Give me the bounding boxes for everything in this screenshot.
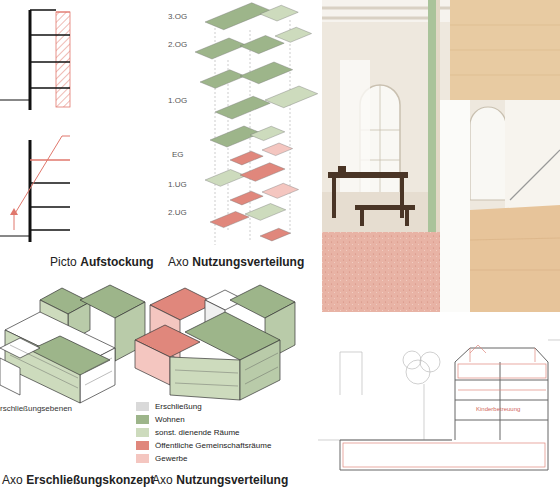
legend-swatch	[136, 402, 149, 411]
caption-text: Nutzungsverteilung	[176, 473, 288, 487]
legend-row: Gewerbe	[136, 454, 187, 463]
level-label: 3.OG	[168, 12, 187, 21]
caption: 3.OG	[168, 12, 187, 21]
level-label: 1.UG	[168, 180, 187, 189]
caption-text: Axo	[2, 473, 23, 487]
axo-nutzung	[135, 285, 295, 400]
caption-text: Erschließungskonzept	[26, 473, 154, 487]
floor-plate	[265, 86, 318, 108]
caption-text: Picto	[50, 255, 77, 269]
caption-text: Nutzungsverteilung	[192, 255, 304, 269]
caption-text: Aufstockung	[80, 255, 153, 269]
legend-row: Öffentliche Gemeinschaftsräume	[136, 441, 271, 450]
floor-plate	[250, 126, 285, 140]
floor-plate	[245, 204, 286, 221]
floor-plate	[200, 70, 245, 89]
caption: AxoNutzungsverteilung	[168, 256, 304, 270]
level-label: Kinderbetreuung	[476, 406, 520, 412]
caption: 1.OG	[168, 96, 187, 105]
floor-plate	[195, 38, 246, 59]
axo-floor-plates	[195, 3, 318, 245]
caption: AxoNutzungsverteilung	[152, 474, 288, 488]
legend-row: sonst. dienende Räume	[136, 428, 240, 437]
legend-text: Wohnen	[155, 415, 185, 424]
floor-plate	[262, 183, 299, 198]
caption: PictoAufstockung	[50, 256, 154, 270]
caption: 1.UG	[168, 180, 187, 189]
floor-plate	[260, 5, 298, 21]
legend-row: Erschließung	[136, 402, 202, 411]
floor-plate	[230, 151, 263, 165]
axis-line	[290, 20, 291, 236]
level-label: 2.UG	[168, 208, 187, 217]
caption-text: Axo	[168, 255, 189, 269]
level-label: 2.OG	[168, 40, 187, 49]
floor-plate	[260, 228, 291, 241]
floor-plate	[205, 3, 270, 30]
floor-plate	[262, 143, 293, 156]
floor-plate	[205, 170, 246, 187]
caption: EG	[172, 150, 184, 159]
floor-plate	[240, 163, 285, 182]
caption: rschließungsebenen	[0, 404, 72, 413]
legend-text: Öffentliche Gemeinschaftsräume	[155, 441, 271, 450]
legend-text: Erschließung	[155, 402, 202, 411]
caption: 2.UG	[168, 208, 187, 217]
level-label: 1.OG	[168, 96, 187, 105]
caption-text: Axo	[152, 473, 173, 487]
axo-erschliessung	[0, 285, 145, 403]
floor-plate	[210, 212, 249, 228]
floor-plate	[215, 96, 270, 119]
legend-swatch	[136, 441, 149, 450]
caption: AxoErschließungskonzept	[2, 474, 154, 488]
caption: Kinderbetreuung	[476, 406, 520, 413]
floor-plate	[240, 62, 293, 84]
legend-row: Wohnen	[136, 415, 185, 424]
floor-plate	[230, 191, 263, 205]
level-label: EG	[172, 150, 184, 159]
legend-text: sonst. dienende Räume	[155, 428, 240, 437]
interior-rendering	[322, 0, 560, 312]
legend-swatch	[136, 428, 149, 437]
legend-swatch	[136, 415, 149, 424]
floor-plate	[240, 36, 284, 54]
floor-plate	[275, 27, 312, 42]
legend-text: Gewerbe	[155, 454, 187, 463]
caption: 2.OG	[168, 40, 187, 49]
level-label: rschließungsebenen	[0, 404, 72, 413]
section-drawing	[318, 340, 560, 470]
legend-swatch	[136, 454, 149, 463]
picto-aufstockung	[0, 10, 70, 242]
